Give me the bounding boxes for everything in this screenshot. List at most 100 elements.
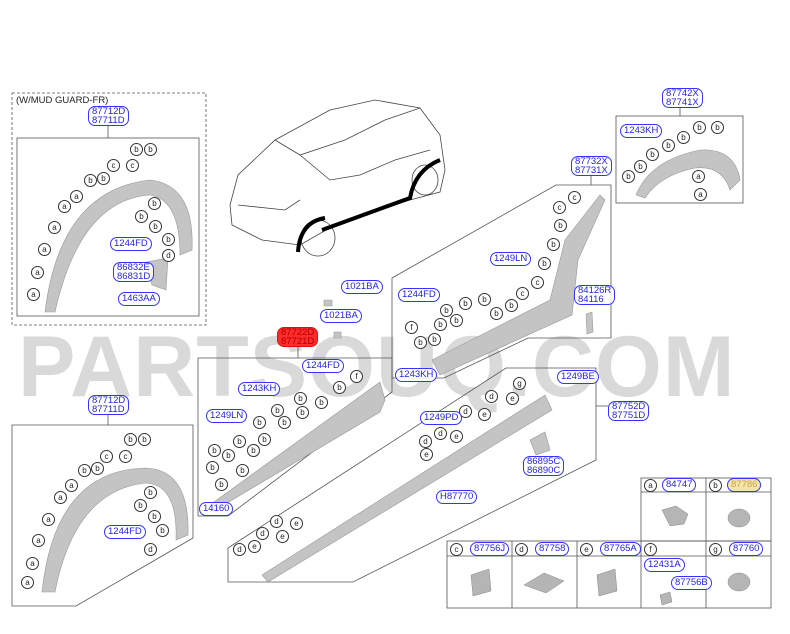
reference-letter-circle: b — [84, 174, 97, 187]
reference-letter-circle: b — [130, 143, 143, 156]
part-callout-bolt[interactable]: 1244FD — [104, 525, 146, 539]
reference-letter-circle: c — [531, 276, 544, 289]
reference-letter-circle: b — [97, 172, 110, 185]
fastener-part[interactable]: 87765A — [600, 542, 641, 556]
part-number: 87742X — [666, 88, 699, 99]
reference-letter-circle: b — [662, 139, 675, 152]
reference-letter-circle: b — [622, 170, 635, 183]
fastener-part[interactable]: 87760 — [729, 542, 764, 556]
reference-letter-circle: b — [440, 304, 453, 317]
reference-letter-circle: f — [350, 370, 363, 383]
part-callout-clip[interactable]: 1021BA — [320, 309, 362, 323]
reference-letter-circle: b — [144, 486, 157, 499]
fastener-part-highlighted[interactable]: 87786 — [727, 478, 762, 492]
fastener-table-grid — [446, 477, 772, 609]
fastener-part[interactable]: 12431A — [644, 558, 685, 572]
reference-letter-circle: c — [126, 159, 139, 172]
part-callout-bolt[interactable]: 1244FD — [302, 359, 344, 373]
part-number: 87721D — [281, 336, 315, 347]
part-callout-tape[interactable]: 14160 — [199, 502, 234, 516]
part-callout-clip[interactable]: H87770 — [436, 490, 478, 504]
part-callout-screw[interactable]: 1249LN — [206, 409, 248, 423]
reference-letter-circle: a — [70, 190, 83, 203]
reference-letter-circle: a — [54, 491, 67, 504]
reference-letter-circle: b — [693, 121, 706, 134]
part-callout-screw[interactable]: 1243KH — [238, 382, 281, 396]
part-callout-bolt[interactable]: 1244FD — [110, 237, 152, 251]
reference-letter-circle: a — [694, 188, 707, 201]
reference-letter-circle: d — [270, 515, 283, 528]
reference-letter-circle: a — [31, 266, 44, 279]
reference-letter-circle: b — [258, 433, 271, 446]
part-callout-screw[interactable]: 1249LN — [490, 252, 532, 266]
reference-letter-circle: b — [138, 433, 151, 446]
reference-letter-circle: d — [485, 390, 498, 403]
reference-letter-circle: e — [290, 517, 303, 530]
part-number: 87751D — [612, 410, 646, 421]
reference-letter-circle: b — [333, 381, 346, 394]
reference-letter-circle: a — [48, 221, 61, 234]
table-letter: b — [709, 479, 722, 492]
part-number: 87752D — [612, 401, 646, 412]
vehicle-outline — [229, 99, 446, 257]
reference-letter-circle: b — [505, 299, 518, 312]
reference-letter-circle: b — [634, 160, 647, 173]
part-callout-clip[interactable]: 1463AA — [118, 292, 160, 306]
part-callout-screw[interactable]: 1249PD — [420, 411, 463, 425]
reference-letter-circle: c — [516, 287, 529, 300]
reference-letter-circle: d — [256, 527, 269, 540]
side-sill-moulding — [261, 394, 553, 583]
reference-letter-circle: b — [144, 143, 157, 156]
reference-letter-circle: b — [278, 416, 291, 429]
reference-letter-circle: b — [296, 406, 309, 419]
reference-letter-circle: b — [434, 318, 447, 331]
reference-letter-circle: f — [405, 321, 418, 334]
mud-guard-group-box — [11, 92, 207, 326]
reference-letter-circle: b — [450, 314, 463, 327]
reference-letter-circle: b — [478, 293, 491, 306]
reference-letter-circle: d — [419, 435, 432, 448]
table-letter: a — [644, 479, 657, 492]
reference-letter-circle: a — [26, 557, 39, 570]
reference-letter-circle: d — [162, 249, 175, 262]
reference-letter-circle: c — [107, 159, 120, 172]
rear-door-garnish — [431, 194, 606, 376]
reference-letter-circle: b — [233, 435, 246, 448]
fastener-part[interactable]: 87756J — [470, 542, 510, 556]
parts — [41, 149, 741, 593]
part-number: 87712D — [92, 106, 126, 117]
reference-letter-circle: c — [119, 450, 132, 463]
part-callout-clip[interactable]: 1021BA — [341, 280, 383, 294]
part-number: 87712D — [92, 395, 126, 406]
part-callout-bolt[interactable]: 1244FD — [398, 288, 440, 302]
rear-pad — [585, 311, 594, 335]
reference-letter-circle: c — [100, 450, 113, 463]
reference-letter-circle: e — [248, 540, 261, 553]
reference-letter-circle: b — [428, 333, 441, 346]
fastener-part[interactable]: 87756B — [671, 576, 712, 590]
reference-letter-circle: b — [134, 499, 147, 512]
table-letter: e — [580, 543, 593, 556]
part-callout-screw[interactable]: 1243KH — [395, 368, 438, 382]
part-callout-screw[interactable]: 1249BE — [557, 370, 599, 384]
side-sill-box — [227, 367, 597, 583]
reference-letter-circle: b — [554, 219, 567, 232]
rear-arch-extension — [635, 149, 741, 199]
fastener-part[interactable]: 87758 — [535, 542, 570, 556]
part-callout-screw[interactable]: 1243KH — [620, 124, 663, 138]
rear-wheel-arch — [41, 467, 189, 593]
fastener-part[interactable]: 84747 — [662, 478, 697, 492]
reference-letter-circle: a — [27, 288, 40, 301]
table-letter: d — [515, 543, 528, 556]
reference-letter-circle: b — [78, 464, 91, 477]
